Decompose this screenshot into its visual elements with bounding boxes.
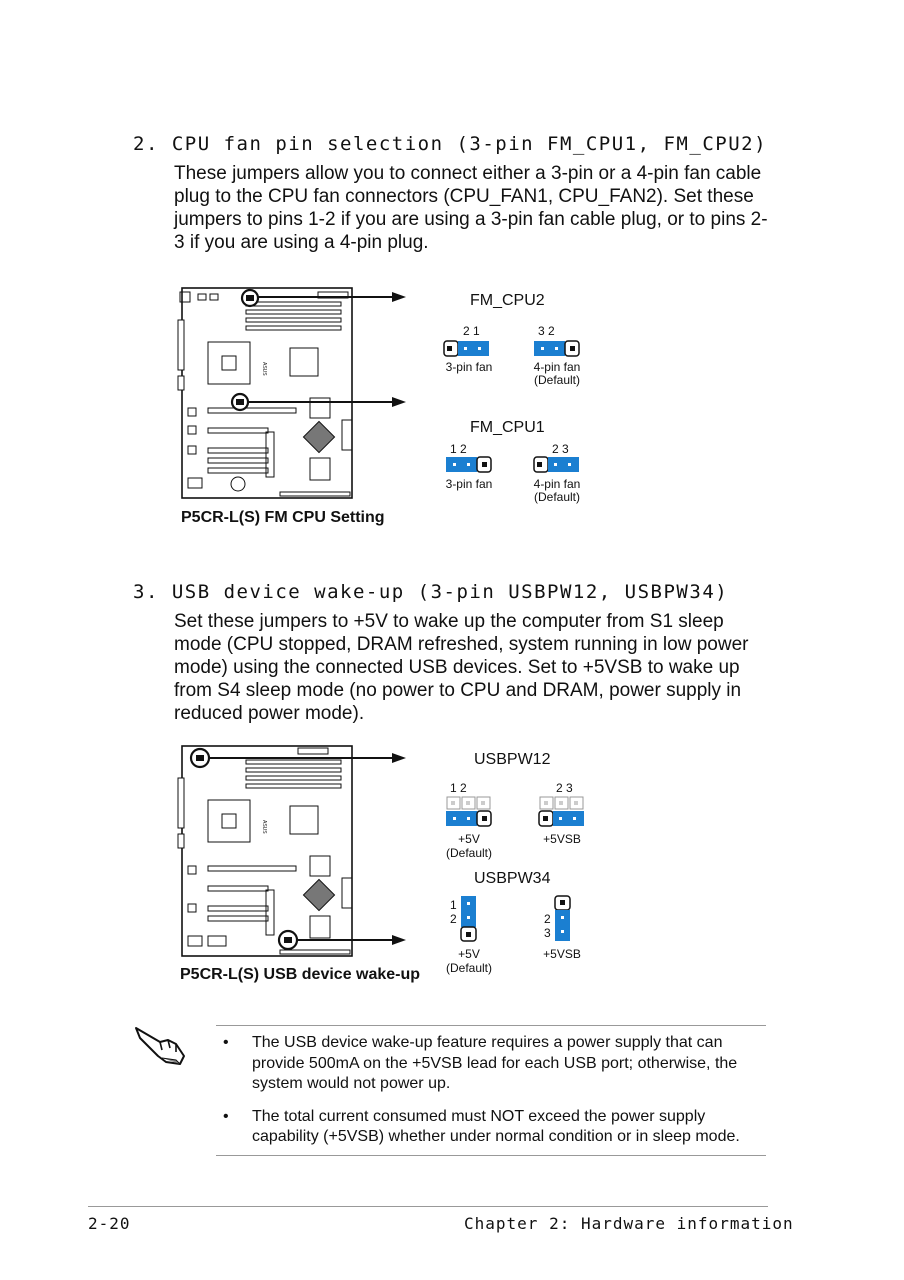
usbpw34-label: USBPW34 (474, 870, 551, 887)
usbpw34-5vsb-jumper (554, 895, 571, 941)
note-text: The USB device wake-up feature requires … (252, 1034, 738, 1092)
usbpw12-label: USBPW12 (474, 751, 551, 768)
usbpw12-5v-jumper (446, 796, 492, 827)
fm-cpu1-default: (Default) (533, 490, 580, 504)
note-bottom-rule (216, 1155, 766, 1156)
usbpw12-5vsb-jumper (538, 796, 584, 827)
section-3-heading: 3. USB device wake-up (3-pin USBPW12, US… (133, 581, 729, 603)
usbpw34-right-pin-3: 3 (544, 926, 551, 940)
note-item: •The USB device wake-up feature requires… (223, 1034, 738, 1092)
usbpw34-left-pin-1: 1 (450, 898, 457, 912)
fm-cpu2-4pin-jumper (534, 340, 580, 357)
fm-cpu1-4pin-label: 4-pin fan (533, 477, 581, 491)
svg-text:ASUS: ASUS (261, 362, 267, 376)
fm-cpu2-label: FM_CPU2 (470, 292, 545, 309)
section-2-heading: 2. CPU fan pin selection (3-pin FM_CPU1,… (133, 133, 768, 155)
page-number: 2-20 (88, 1214, 131, 1233)
svg-text:ASUS: ASUS (261, 820, 267, 834)
footer-rule (88, 1206, 768, 1207)
fm-cpu2-default: (Default) (533, 373, 580, 387)
motherboard-diagram-fm-cpu: ASUS (177, 287, 406, 499)
fm-cpu1-4pin-jumper (533, 456, 579, 473)
note-item: •The total current consumed must NOT exc… (223, 1107, 740, 1146)
fm-cpu2-right-pins: 3 2 (538, 324, 555, 338)
fm-cpu2-3pin-label: 3-pin fan (445, 360, 493, 374)
fm-cpu1-left-pins: 1 2 (450, 442, 467, 456)
fm-cpu2-4pin-label: 4-pin fan (533, 360, 581, 374)
figure-2-title: P5CR-L(S) USB device wake-up (180, 966, 421, 983)
usbpw34-left-pin-2: 2 (450, 912, 457, 926)
usbpw12-default: (Default) (445, 846, 492, 860)
usbpw34-5vsb-label: +5VSB (543, 947, 581, 961)
fm-cpu1-3pin-jumper (446, 456, 492, 473)
usbpw34-5v-label: +5V (458, 947, 480, 961)
note-top-rule (216, 1025, 766, 1026)
fm-cpu1-label: FM_CPU1 (470, 419, 545, 436)
usbpw12-right-pins: 2 3 (556, 781, 573, 795)
fm-cpu1-3pin-label: 3-pin fan (445, 477, 493, 491)
section-2-body: These jumpers allow you to connect eithe… (174, 163, 768, 253)
usbpw12-left-pins: 1 2 (450, 781, 467, 795)
note-text: The total current consumed must NOT exce… (252, 1107, 740, 1146)
section-3-body: Set these jumpers to +5V to wake up the … (174, 611, 749, 724)
motherboard-diagram-usb-wakeup: ASUS (177, 745, 406, 957)
note-box: •The USB device wake-up feature requires… (216, 1033, 772, 1160)
fm-cpu2-3pin-jumper (443, 340, 489, 357)
usbpw12-5v-label: +5V (458, 832, 480, 846)
pointing-hand-icon (135, 1027, 185, 1065)
fm-cpu2-left-pins: 2 1 (463, 324, 480, 338)
usbpw34-right-pin-2: 2 (544, 912, 551, 926)
figure-1-title: P5CR-L(S) FM CPU Setting (181, 509, 385, 526)
fm-cpu1-right-pins: 2 3 (552, 442, 569, 456)
usbpw34-default: (Default) (445, 961, 492, 975)
usbpw34-5v-jumper (460, 896, 477, 942)
usbpw12-5vsb-label: +5VSB (543, 832, 581, 846)
chapter-title: Chapter 2: Hardware information (464, 1214, 794, 1233)
